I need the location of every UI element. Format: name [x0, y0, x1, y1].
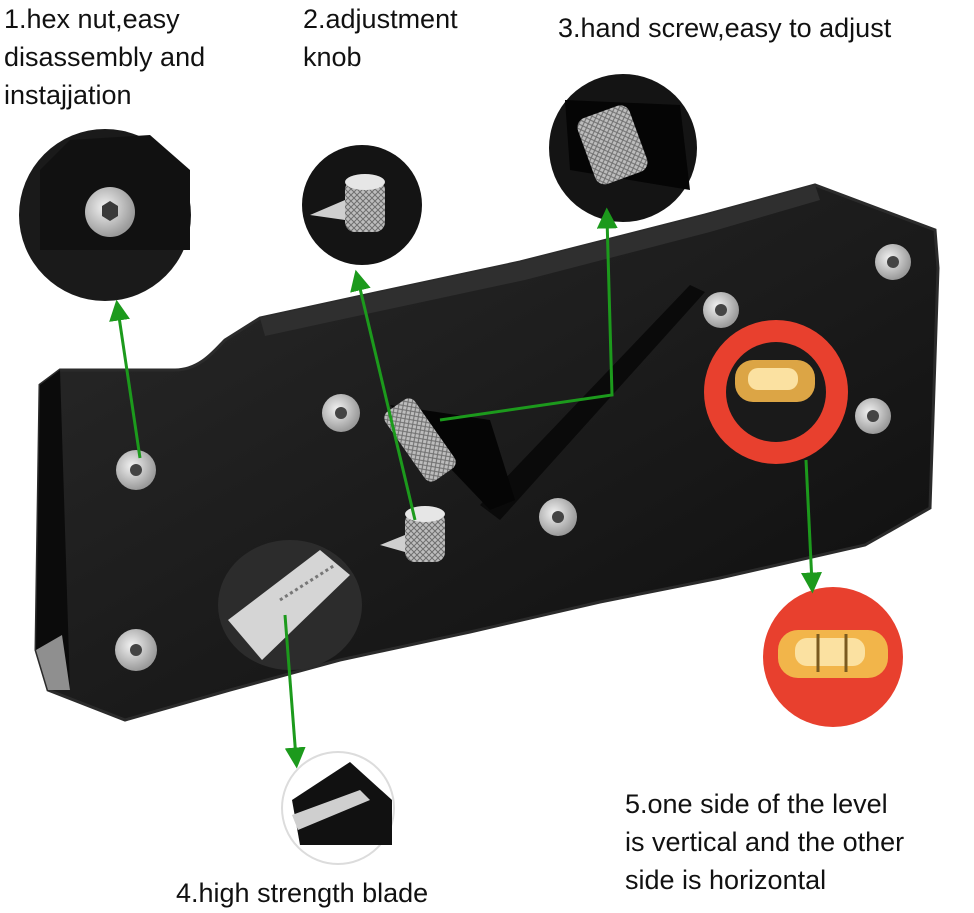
inset-adjustment-knob	[302, 145, 422, 265]
label-hand-screw: 3.hand screw,easy to adjust	[558, 13, 892, 43]
label-blade: 4.high strength blade	[176, 878, 429, 908]
body-screws	[115, 244, 911, 671]
inset-hand-screw	[549, 74, 697, 222]
hand-screw	[384, 398, 515, 510]
callout-arrows	[109, 207, 822, 769]
label-adjustment-knob: 2.adjustment knob	[303, 4, 458, 72]
inset-blade	[281, 751, 395, 865]
label-hex-nut: 1.hex nut,easy disassembly and instajjat…	[4, 4, 206, 110]
inset-level	[763, 587, 903, 727]
arrow-adjustment-knob	[350, 269, 417, 521]
arrow-hex-nut	[109, 299, 142, 459]
arrow-level	[801, 459, 822, 594]
bubble-level	[704, 320, 848, 464]
adjustment-knob	[380, 506, 445, 562]
blade-window	[218, 540, 362, 670]
arrow-hand-screw	[439, 207, 618, 422]
label-level: 5.one side of the level is vertical and …	[625, 789, 905, 895]
arrow-blade	[283, 614, 306, 769]
inset-hex-nut	[19, 129, 191, 301]
